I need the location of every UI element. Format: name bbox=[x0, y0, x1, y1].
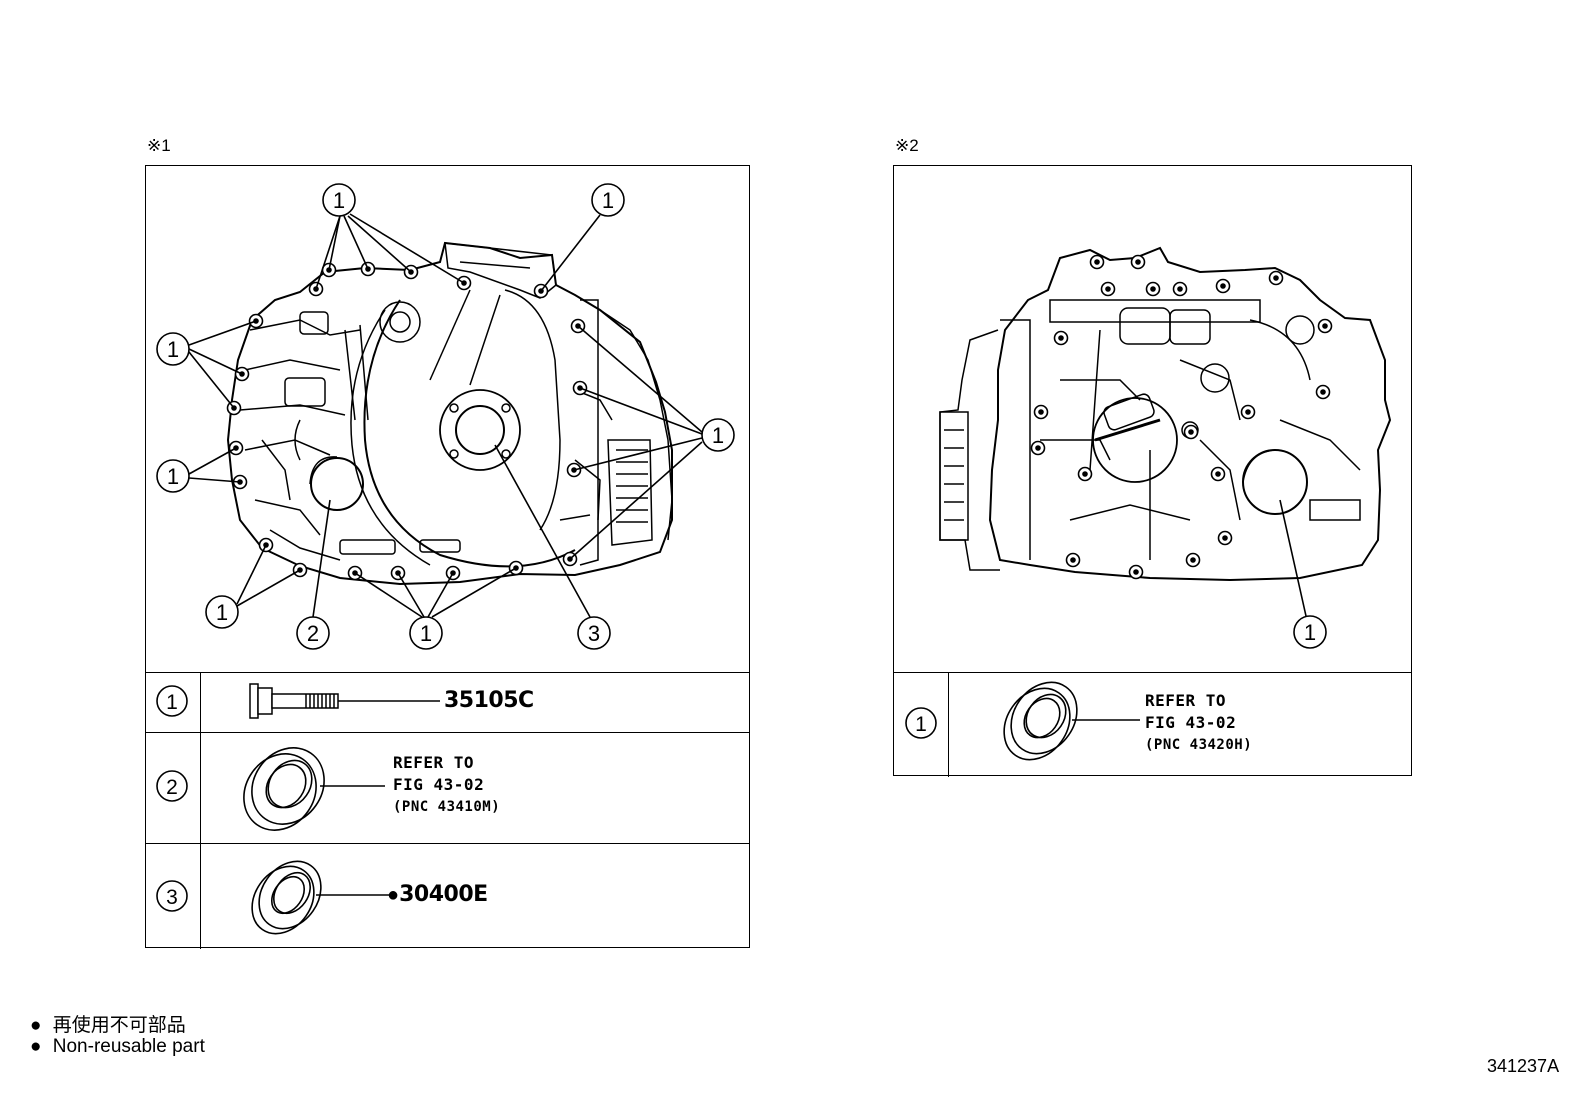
left-row-3-part: ● 30400E bbox=[387, 882, 488, 907]
non-reusable-marker-icon: ● bbox=[30, 1015, 42, 1036]
svg-text:1: 1 bbox=[167, 464, 179, 489]
pnc-reference: (PNC 43410M) bbox=[393, 799, 501, 815]
refer-to-text: REFER TO bbox=[1145, 691, 1227, 710]
left-table-numbers: 1 2 3 bbox=[156, 685, 188, 912]
right-transaxle-case-illustration bbox=[939, 246, 1392, 582]
svg-text:1: 1 bbox=[167, 337, 179, 362]
legend-en: ● Non-reusable part bbox=[30, 1036, 205, 1058]
non-reusable-marker-icon: ● bbox=[30, 1036, 42, 1057]
callout-2: 2 bbox=[296, 616, 330, 650]
callout-3: 3 bbox=[577, 616, 611, 650]
callout-1-bottom: 1 bbox=[409, 616, 443, 650]
right-leader-lines bbox=[1279, 499, 1307, 617]
left-row-1 bbox=[146, 672, 749, 732]
refer-to-text: REFER TO bbox=[393, 753, 475, 772]
left-row-2 bbox=[146, 732, 749, 843]
figure-id: 341237A bbox=[1487, 1056, 1560, 1076]
oil-seal-part-icon-2 bbox=[243, 747, 385, 831]
svg-text:1: 1 bbox=[915, 713, 927, 736]
left-transaxle-case-illustration bbox=[226, 241, 673, 586]
left-row-3-number: 3 bbox=[156, 880, 188, 912]
fig-reference-link[interactable]: FIG 43-02 bbox=[1145, 713, 1237, 732]
left-row-2-reference: REFER TO FIG 43-02 (PNC 43410M) bbox=[393, 752, 500, 818]
left-row-3 bbox=[146, 843, 749, 949]
svg-text:1: 1 bbox=[602, 188, 614, 213]
section-mark-2: ※2 bbox=[895, 136, 919, 155]
callout-1-top-right: 1 bbox=[591, 183, 625, 217]
callout-1-left-upper: 1 bbox=[156, 332, 190, 366]
left-row-1-number: 1 bbox=[156, 685, 188, 717]
non-reusable-marker-icon: ● bbox=[387, 883, 400, 906]
left-leader-lines bbox=[188, 213, 703, 618]
right-row-1-number: 1 bbox=[905, 707, 937, 739]
left-callouts: 1 1 1 1 1 1 2 1 3 bbox=[156, 183, 735, 650]
svg-text:1: 1 bbox=[166, 691, 178, 714]
legend-jp: ● 再使用不可部品 bbox=[30, 1010, 186, 1037]
part-number-30400e[interactable]: 30400E bbox=[399, 882, 488, 907]
callout-1-left-lower: 1 bbox=[156, 459, 190, 493]
callout-1-top: 1 bbox=[322, 183, 356, 217]
left-row-2-number: 2 bbox=[156, 770, 188, 802]
svg-text:1: 1 bbox=[1304, 620, 1316, 645]
fig-reference-link[interactable]: FIG 43-02 bbox=[393, 775, 485, 794]
svg-text:2: 2 bbox=[166, 776, 178, 799]
svg-text:3: 3 bbox=[166, 886, 178, 909]
oil-seal-part-icon-right bbox=[1003, 681, 1140, 761]
right-callout-1: 1 bbox=[1293, 615, 1327, 649]
right-row-1 bbox=[894, 672, 1411, 777]
svg-text:1: 1 bbox=[712, 423, 724, 448]
bolt-part-icon bbox=[249, 683, 440, 719]
svg-text:1: 1 bbox=[216, 600, 228, 625]
right-row-1-reference: REFER TO FIG 43-02 (PNC 43420H) bbox=[1145, 690, 1252, 756]
part-number-35105c[interactable]: 35105C bbox=[444, 688, 534, 713]
section-mark-1: ※1 bbox=[147, 136, 171, 155]
legend-text-jp: 再使用不可部品 bbox=[52, 1015, 186, 1036]
pnc-reference: (PNC 43420H) bbox=[1145, 737, 1253, 753]
left-diagram-frame bbox=[145, 165, 750, 949]
svg-text:3: 3 bbox=[588, 621, 600, 646]
svg-text:1: 1 bbox=[333, 188, 345, 213]
oil-seal-part-icon-3 bbox=[251, 860, 392, 935]
callout-1-right: 1 bbox=[701, 418, 735, 452]
svg-text:2: 2 bbox=[307, 621, 319, 646]
right-diagram-frame bbox=[893, 165, 1412, 777]
svg-text:1: 1 bbox=[420, 621, 432, 646]
legend-text-en: Non-reusable part bbox=[52, 1036, 205, 1057]
callout-1-bottom-left: 1 bbox=[205, 595, 239, 629]
